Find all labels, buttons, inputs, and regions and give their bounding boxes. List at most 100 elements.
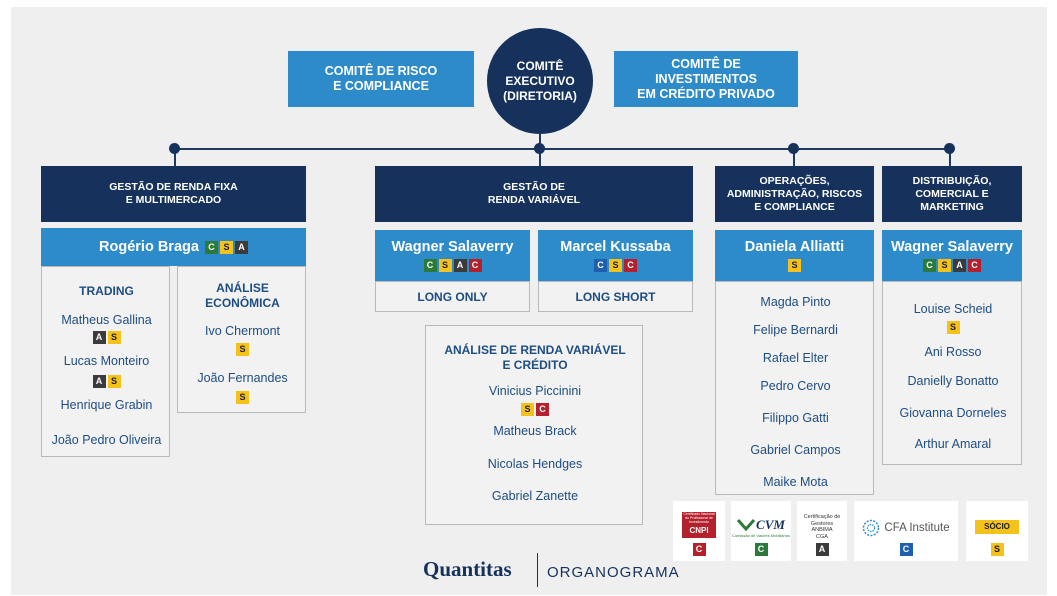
member-name: Louise Scheid <box>913 302 993 316</box>
badge-s: S <box>946 321 960 334</box>
member-name: Gabriel Zanette <box>491 489 579 503</box>
badge-c: C <box>923 259 936 272</box>
cfa-wordmark: CFA Institute <box>884 522 950 534</box>
lead-wagner-salaverry-dist: Wagner Salaverry C S A C <box>882 230 1022 281</box>
lead-name: Wagner Salaverry <box>891 239 1013 255</box>
badge-s: S <box>438 259 452 272</box>
member-name: Henrique Grabin <box>60 398 153 412</box>
branch-line-4 <box>949 148 951 166</box>
distribuicao-panel: Louise Scheid S Ani Rosso Danielly Bonat… <box>882 281 1022 465</box>
lead-name: Daniela Alliatti <box>744 239 845 255</box>
lead-badges: S <box>788 259 801 272</box>
trading-panel: TRADING Matheus Gallina A S Lucas Montei… <box>41 266 170 457</box>
lead-name: Rogério Braga <box>99 239 199 255</box>
badge-c: C <box>423 259 437 272</box>
branch-line-1 <box>174 148 176 166</box>
quantitas-logo: Quantitas <box>423 557 512 581</box>
member-name: Gabriel Campos <box>750 443 841 457</box>
badge-c: C <box>899 543 913 556</box>
cnpi-logo: CNPI <box>682 524 716 538</box>
badge-c: C <box>968 259 981 272</box>
cnpi-small-text: Certificado Nacional do Profissional de … <box>682 512 716 524</box>
analise-rv-credito-panel: ANÁLISE DE RENDA VARIÁVEL E CRÉDITO Vini… <box>425 325 643 525</box>
member-badges: A S <box>42 375 171 388</box>
risk-compliance-committee: COMITÊ DE RISCO E COMPLIANCE <box>288 51 474 107</box>
member-name: Nicolas Hendges <box>487 457 583 471</box>
org-chart-canvas: COMITÊ DE RISCO E COMPLIANCE COMITÊ DE I… <box>11 7 1047 595</box>
member-name: Ani Rosso <box>924 345 982 359</box>
member-name: Lucas Monteiro <box>63 354 150 368</box>
member-name: João Pedro Oliveira <box>51 433 162 447</box>
cvm-chevron-icon <box>737 519 756 531</box>
analise-economica-panel: ANÁLISE ECONÔMICA Ivo Chermont S João Fe… <box>177 266 306 413</box>
lead-rogerio-braga: Rogério Braga C S A <box>41 228 306 266</box>
lead-wagner-salaverry-rv: Wagner Salaverry C S A C <box>375 230 530 281</box>
badge-a: A <box>92 375 106 388</box>
private-credit-investment-committee: COMITÊ DE INVESTIMENTOS EM CRÉDITO PRIVA… <box>614 51 798 107</box>
trading-title: TRADING <box>79 284 134 298</box>
dept-operacoes: OPERAÇÕES, ADMINISTRAÇÃO, RISCOS E COMPL… <box>715 166 874 222</box>
member-name: Vinicius Piccinini <box>488 384 582 398</box>
badge-s: S <box>236 343 249 356</box>
lead-badges: C S A C <box>923 259 981 272</box>
member-name: Matheus Gallina <box>61 313 152 327</box>
member-name: Danielly Bonatto <box>907 374 999 388</box>
lead-daniela-alliatti: Daniela Alliatti S <box>715 230 874 281</box>
cert-cfa: CFA Institute C <box>854 501 958 561</box>
member-badges: S <box>178 391 307 404</box>
badge-s: S <box>107 331 121 344</box>
badge-a: A <box>953 259 966 272</box>
lead-name: Marcel Kussaba <box>560 239 671 255</box>
member-name: Pedro Cervo <box>760 379 831 393</box>
lead-badges: C S A <box>204 240 248 254</box>
horizontal-connector <box>174 148 951 150</box>
member-name: Matheus Brack <box>493 424 577 438</box>
cert-anbima: Certificação de Gestores ANBIMA CGA A <box>797 501 847 561</box>
cvm-small-text: Comissão de Valores Mobiliários <box>732 533 790 538</box>
member-name: Felipe Bernardi <box>753 323 838 337</box>
connector-dot-4 <box>944 143 955 154</box>
member-name: Magda Pinto <box>760 295 831 309</box>
lead-badges: C S C <box>594 259 637 272</box>
member-name: Arthur Amaral <box>914 437 992 451</box>
analise-title: ANÁLISE ECONÔMICA <box>205 281 280 310</box>
cvm-wordmark: CVM <box>756 517 785 532</box>
member-name: Giovanna Dorneles <box>899 406 1007 420</box>
cfa-logo: CFA Institute <box>862 519 950 537</box>
badge-s: S <box>236 391 249 404</box>
badge-s: S <box>107 375 121 388</box>
lead-marcel-kussaba: Marcel Kussaba C S C <box>538 230 693 281</box>
connector-dot-2 <box>534 143 545 154</box>
cert-socio: SÓCIO S <box>966 501 1028 561</box>
footer-title: ORGANOGRAMA <box>547 564 680 581</box>
anbima-text: Certificação de Gestores ANBIMA CGA <box>803 514 841 540</box>
executive-committee-circle: COMITÊ EXECUTIVO (DIRETORIA) <box>487 28 593 134</box>
trunk-line <box>539 134 541 150</box>
member-name: Rafael Elter <box>762 351 829 365</box>
cvm-logo: CVM <box>737 517 785 533</box>
badge-s: S <box>521 403 534 416</box>
badge-c: C <box>624 259 637 272</box>
member-badges: S <box>178 343 307 356</box>
cert-cvm: CVM Comissão de Valores Mobiliários C <box>731 501 791 561</box>
socio-label: SÓCIO <box>975 520 1019 534</box>
member-badges: A S <box>42 331 171 344</box>
connector-dot-3 <box>788 143 799 154</box>
badge-c: C <box>468 259 482 272</box>
member-name: Filippo Gatti <box>762 411 829 425</box>
member-badges: S <box>883 321 1023 334</box>
cert-cnpi: Certificado Nacional do Profissional de … <box>673 501 725 561</box>
badge-a: A <box>815 543 829 556</box>
dept-renda-fixa: GESTÃO DE RENDA FIXA E MULTIMERCADO <box>41 166 306 222</box>
badge-s: S <box>788 259 801 272</box>
dept-renda-variavel: GESTÃO DE RENDA VARIÁVEL <box>375 166 693 222</box>
lead-name: Wagner Salaverry <box>391 239 514 255</box>
member-name: João Fernandes <box>197 371 288 385</box>
badge-c: C <box>692 543 706 556</box>
member-name: Maike Mota <box>763 475 828 489</box>
branch-line-3 <box>793 148 795 166</box>
footer-separator <box>537 553 538 587</box>
badge-c: C <box>536 403 549 416</box>
badge-s: S <box>219 240 233 254</box>
lead-badges: C S A C <box>423 259 482 272</box>
